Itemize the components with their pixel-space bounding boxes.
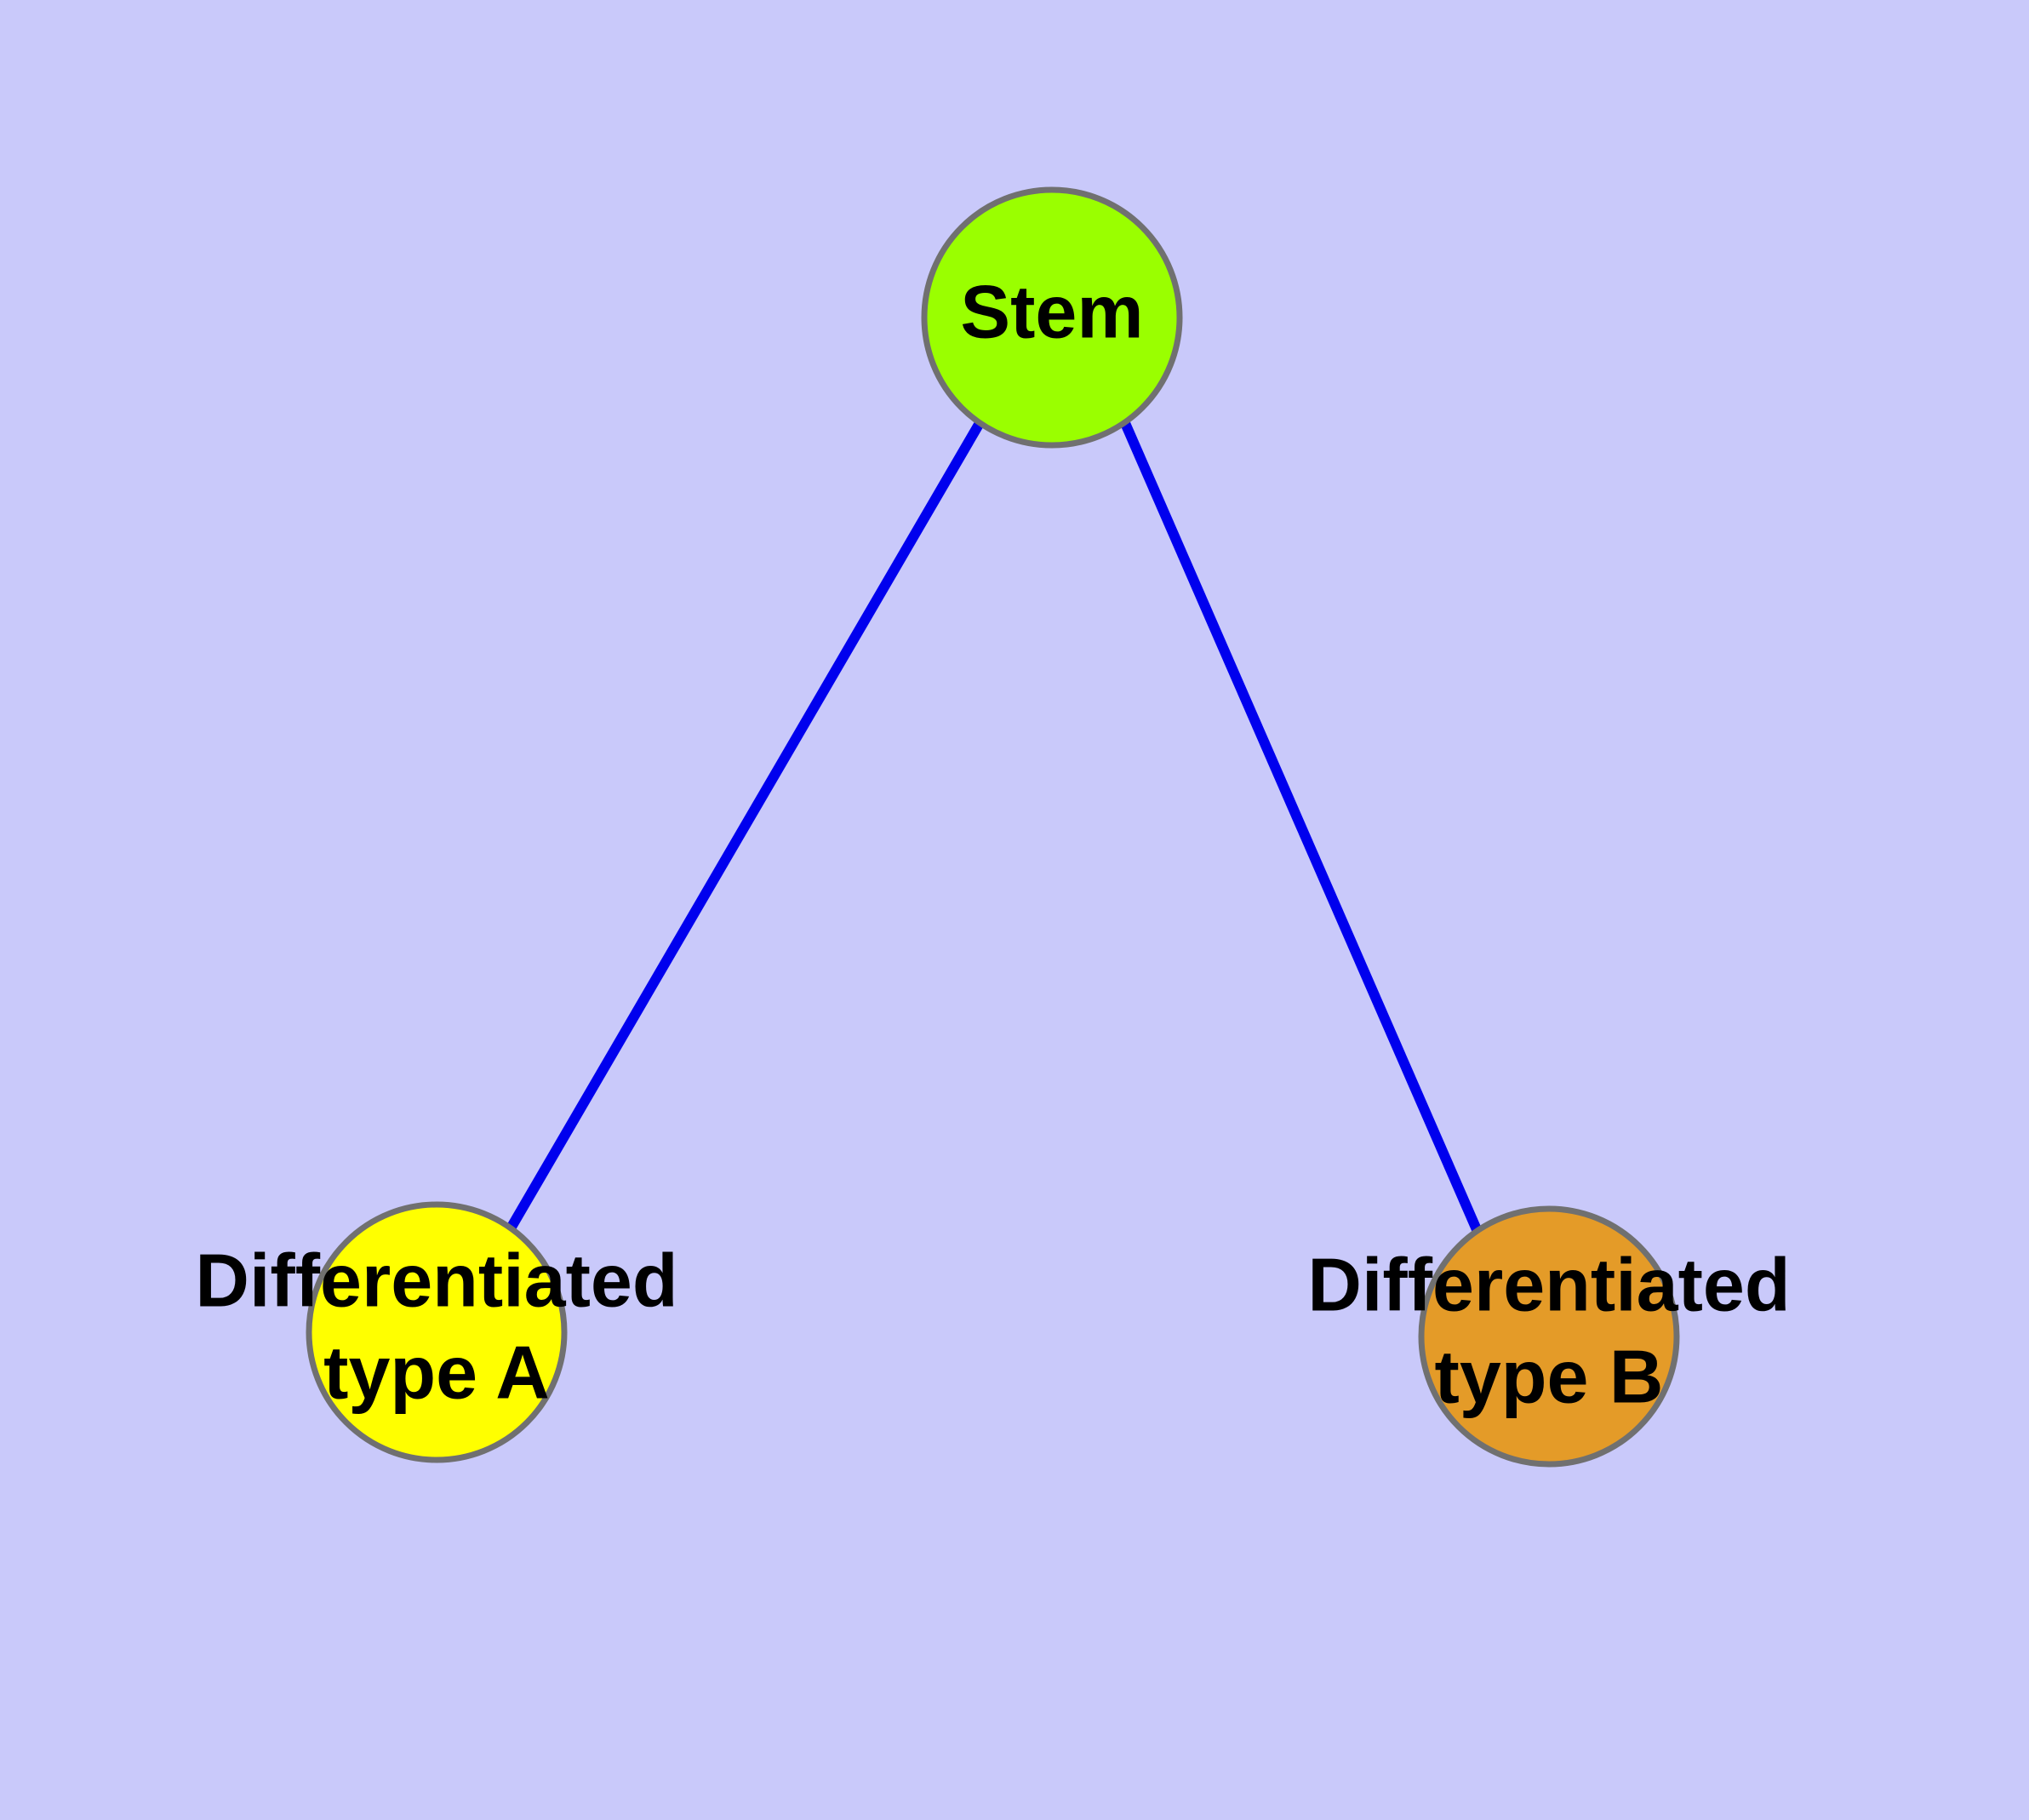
node-stem[interactable]: Stem <box>921 186 1183 449</box>
node-stem-circle[interactable] <box>921 186 1183 449</box>
node-diff-a-label-group: Differentiated type A <box>195 1238 677 1414</box>
node-diff-b-label-line1: Differentiated <box>1307 1242 1790 1326</box>
nodes-group: Stem Differentiated type A Differentiate… <box>195 186 1791 1468</box>
edges-group <box>506 420 1483 1236</box>
node-diff-b-label-group: Differentiated type B <box>1307 1242 1790 1418</box>
edge-stem-to-diff-a[interactable] <box>506 420 985 1232</box>
node-stem-label-line1: Stem <box>960 269 1143 353</box>
node-diff-a-label-line1: Differentiated <box>195 1238 677 1322</box>
node-diff-b-label-line2: type B <box>1435 1334 1664 1418</box>
node-diff-a-label-line2: type A <box>323 1330 550 1414</box>
node-diff-a-circle[interactable] <box>306 1201 568 1463</box>
node-diff-b-circle[interactable] <box>1418 1205 1680 1468</box>
edge-stem-to-diff-b[interactable] <box>1120 421 1483 1236</box>
node-differentiated-type-b[interactable] <box>1418 1205 1680 1468</box>
node-differentiated-type-a[interactable] <box>306 1201 568 1463</box>
